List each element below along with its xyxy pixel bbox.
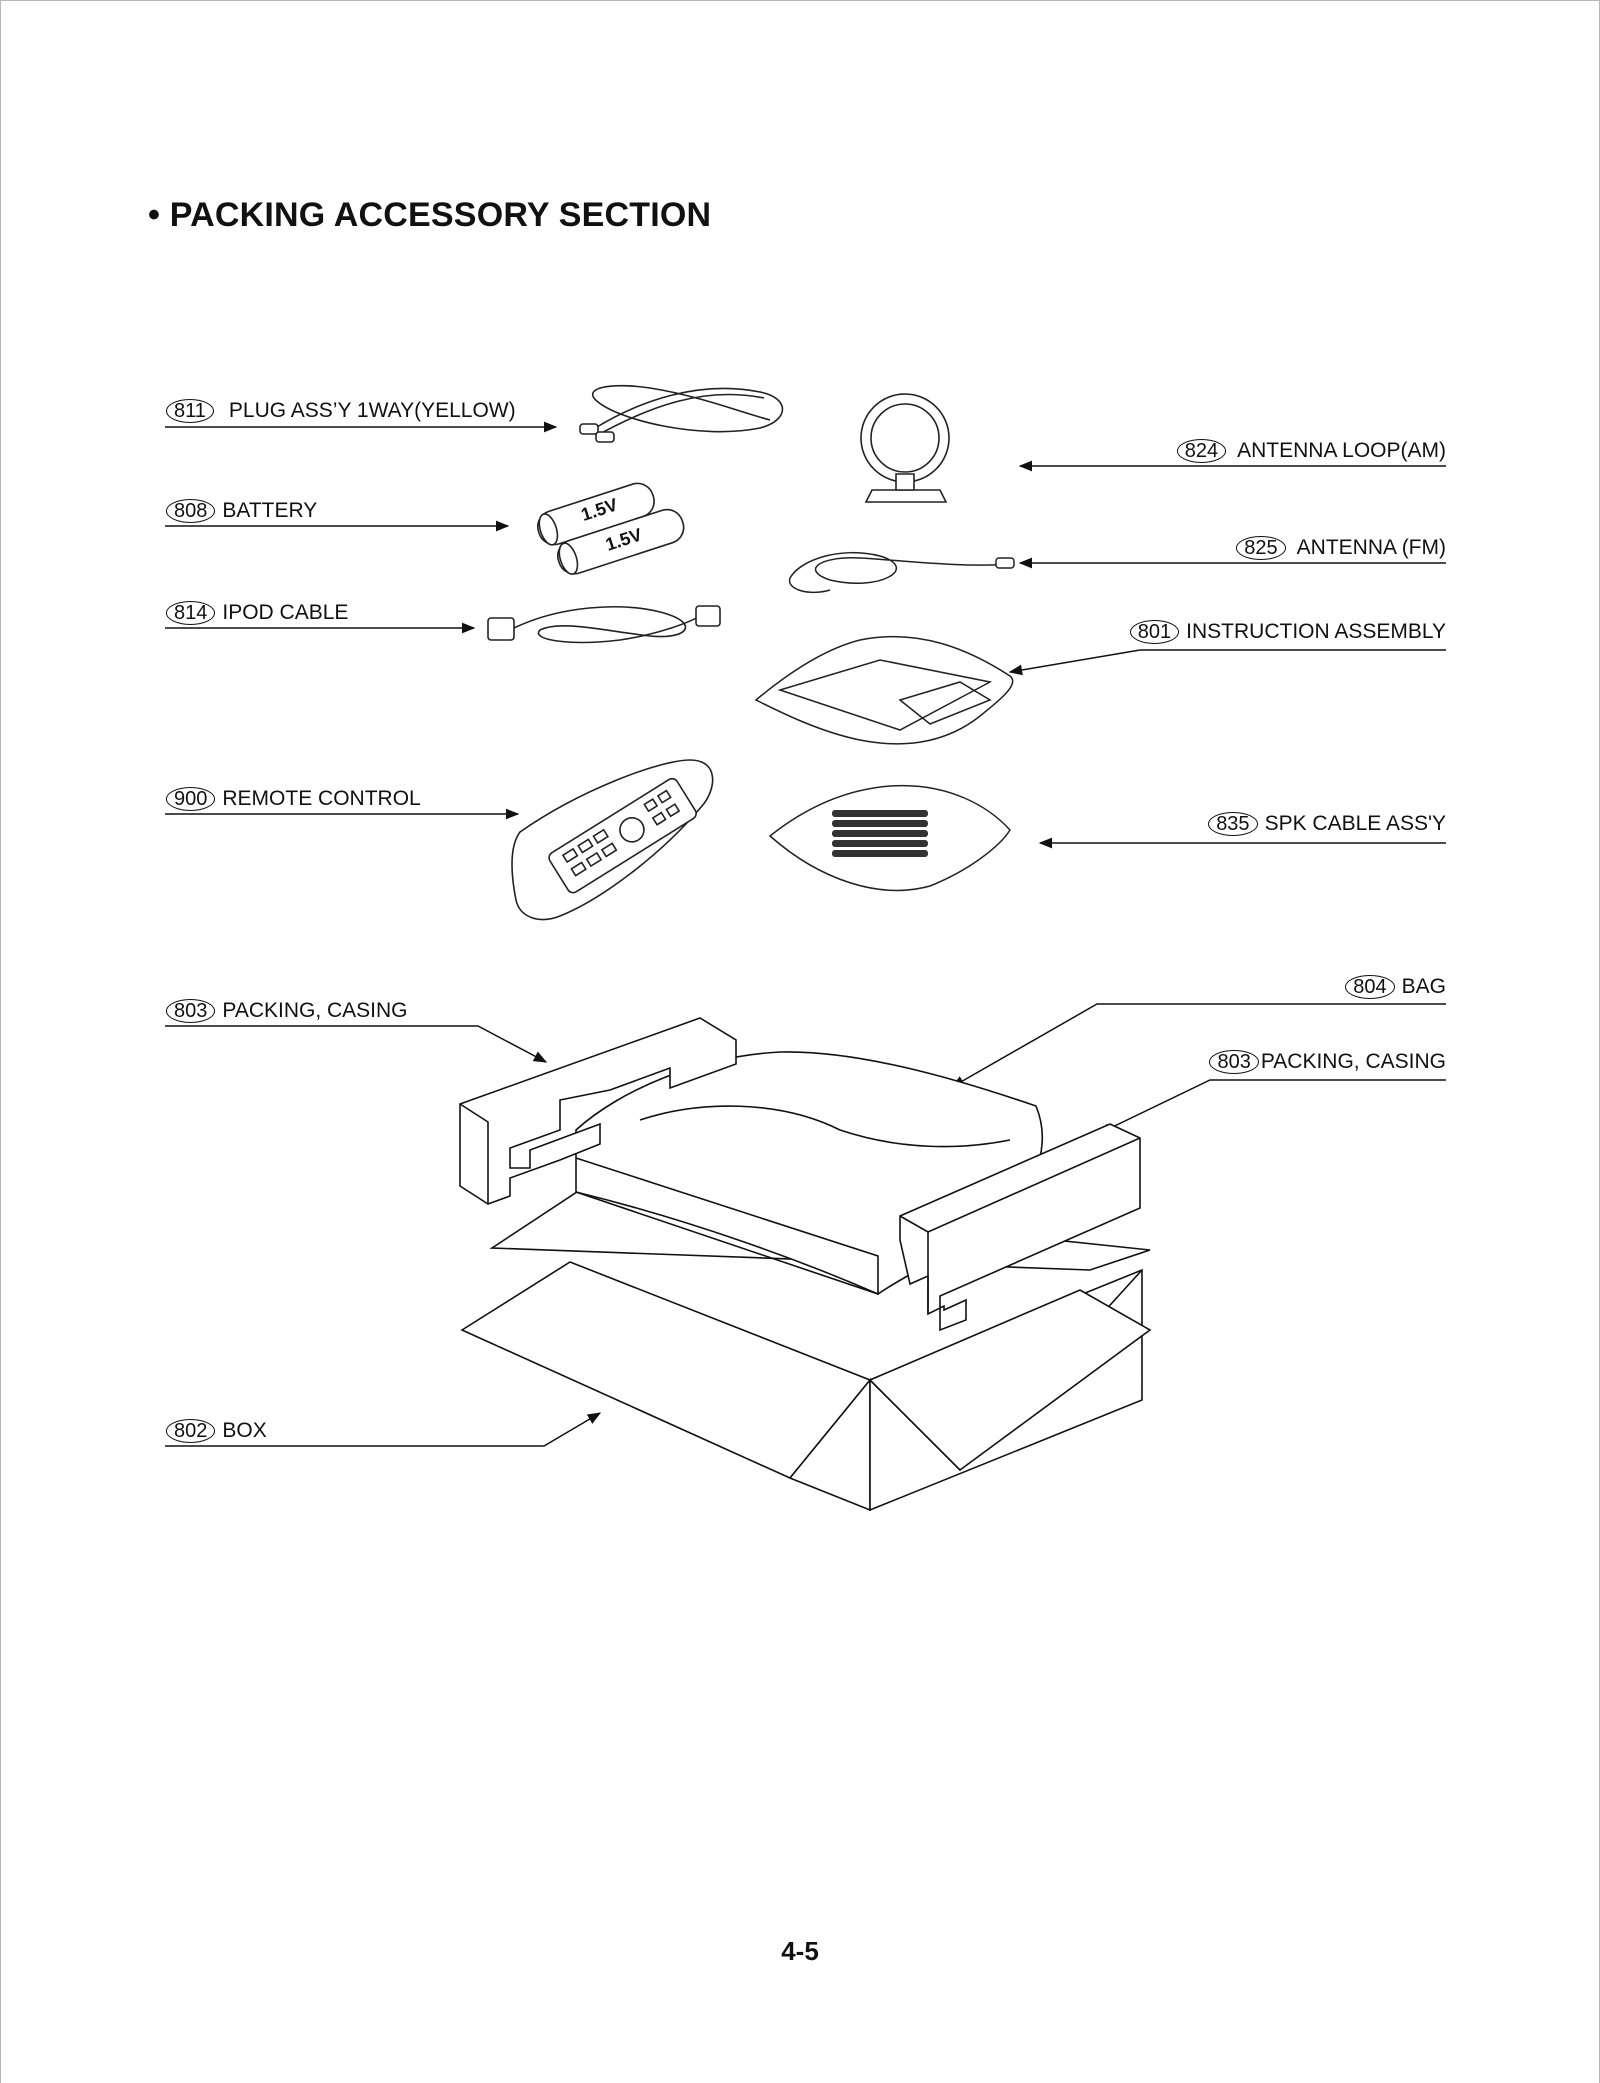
page-number: 4-5: [781, 1936, 819, 1966]
leader-packing-casing-left: [165, 1025, 548, 1063]
callout-label: ANTENNA (FM): [1296, 536, 1446, 559]
callout-instruction-assembly: 801 INSTRUCTION ASSEMBLY: [1000, 617, 1446, 647]
page-left-border: [0, 0, 1, 2083]
callout-antenna-fm: 825 ANTENNA (FM): [1000, 533, 1446, 563]
callout-box: 802 BOX: [166, 1416, 267, 1446]
callout-label: INSTRUCTION ASSEMBLY: [1186, 620, 1446, 643]
leader-bag: [950, 1003, 1446, 1088]
callout-spk-cable-assy: 835 SPK CABLE ASS'Y: [1000, 809, 1446, 839]
callout-label: IPOD CABLE: [222, 601, 349, 624]
callout-battery: 808 BATTERY: [166, 496, 317, 526]
callout-plug-assy: 811 PLUG ASS’Y 1WAY(YELLOW): [166, 396, 516, 426]
callout-number: 825: [1236, 536, 1286, 560]
callout-number: 835: [1208, 812, 1258, 836]
callout-number: 804: [1345, 975, 1395, 999]
callout-packing-casing-right: 803 PACKING, CASING: [1000, 1047, 1446, 1077]
box-right-flap: [868, 1289, 1152, 1472]
callout-number: 803: [166, 999, 216, 1023]
callout-label: PACKING, CASING: [1260, 1050, 1446, 1073]
leader-instruction-assembly: [1008, 649, 1446, 676]
callout-number: 808: [166, 499, 216, 523]
callout-number: 801: [1129, 620, 1180, 644]
leader-box: [165, 1412, 602, 1447]
callout-bag: 804 BAG: [1000, 972, 1446, 1002]
callout-packing-casing-left: 803 PACKING, CASING: [166, 996, 408, 1026]
leader-lines: [165, 421, 1446, 1447]
section-title: • PACKING ACCESSORY SECTION: [148, 196, 712, 234]
callout-label: PLUG ASS’Y 1WAY(YELLOW): [228, 399, 516, 422]
callout-label: SPK CABLE ASS'Y: [1264, 812, 1446, 835]
callout-number: 811: [166, 399, 214, 423]
box-assembly-icon: [459, 1017, 1152, 1512]
callout-number: 803: [1209, 1050, 1259, 1074]
antenna-fm-icon: [789, 552, 1015, 594]
callout-antenna-loop-am: 824 ANTENNA LOOP(AM): [1000, 436, 1446, 466]
callout-label: BAG: [1401, 975, 1446, 998]
callout-ipod-cable: 814 IPOD CABLE: [166, 598, 348, 628]
instruction-assembly-icon: [754, 636, 1014, 745]
packing-casing-left: [459, 1017, 737, 1205]
callout-label: ANTENNA LOOP(AM): [1237, 439, 1446, 462]
callout-label: BOX: [222, 1419, 267, 1442]
callout-number: 814: [166, 601, 216, 625]
speaker-cable-icon: [768, 784, 1011, 892]
page-top-border: [0, 0, 1600, 1]
callout-label: REMOTE CONTROL: [222, 787, 421, 810]
callout-label: PACKING, CASING: [222, 999, 408, 1022]
leader-packing-casing-right: [1096, 1079, 1446, 1135]
callout-remote-control: 900 REMOTE CONTROL: [166, 784, 421, 814]
packing-casing-right: [899, 1123, 1141, 1332]
callout-number: 802: [166, 1419, 216, 1443]
callout-number: 824: [1176, 439, 1227, 463]
battery-icon: 1.5V 1.5V: [536, 482, 685, 575]
callout-label: BATTERY: [222, 499, 318, 522]
ipod-cable-icon: [487, 605, 721, 644]
plug-cable-icon: [579, 384, 784, 443]
remote-control-icon: [511, 759, 714, 921]
antenna-loop-icon: [860, 393, 950, 503]
callout-number: 900: [166, 787, 216, 811]
